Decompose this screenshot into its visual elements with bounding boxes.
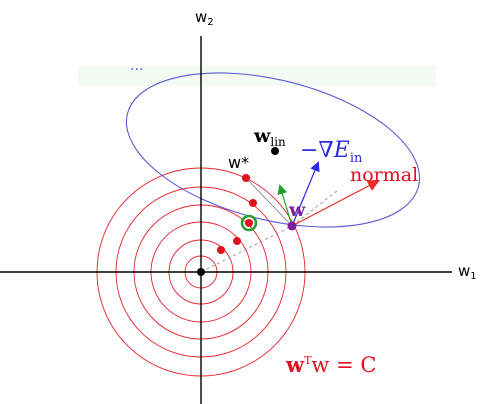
origin-point (197, 268, 205, 276)
ellipsis-label: ... (130, 58, 143, 74)
w2-axis-label: w2 (195, 8, 214, 28)
red-point (233, 237, 241, 245)
green-ring (240, 214, 258, 232)
w-lin-point (271, 147, 279, 155)
w-lin-label: wlin (253, 125, 286, 149)
w-star-label: w* (228, 153, 249, 172)
tangent-green-arrow (277, 184, 293, 227)
negative-gradient-label: −∇Ein (300, 138, 363, 166)
red-point (245, 219, 253, 227)
w-star-point (242, 174, 250, 182)
error-contour-ellipse (125, 72, 421, 228)
w-point (287, 221, 297, 231)
red-point (217, 246, 225, 254)
red-point (249, 199, 257, 207)
w-to-wlin-dashed-line (291, 189, 339, 227)
normal-arrow (291, 180, 380, 227)
origin-to-w-dashed-line (200, 225, 293, 273)
w-label: w (288, 199, 306, 221)
normal-label: normal (350, 164, 418, 186)
negative-gradient-arrow (291, 161, 320, 227)
w1-axis-label: w1 (458, 262, 477, 282)
descent-path (245, 177, 293, 227)
constraint-label: wTw = C (285, 352, 376, 377)
